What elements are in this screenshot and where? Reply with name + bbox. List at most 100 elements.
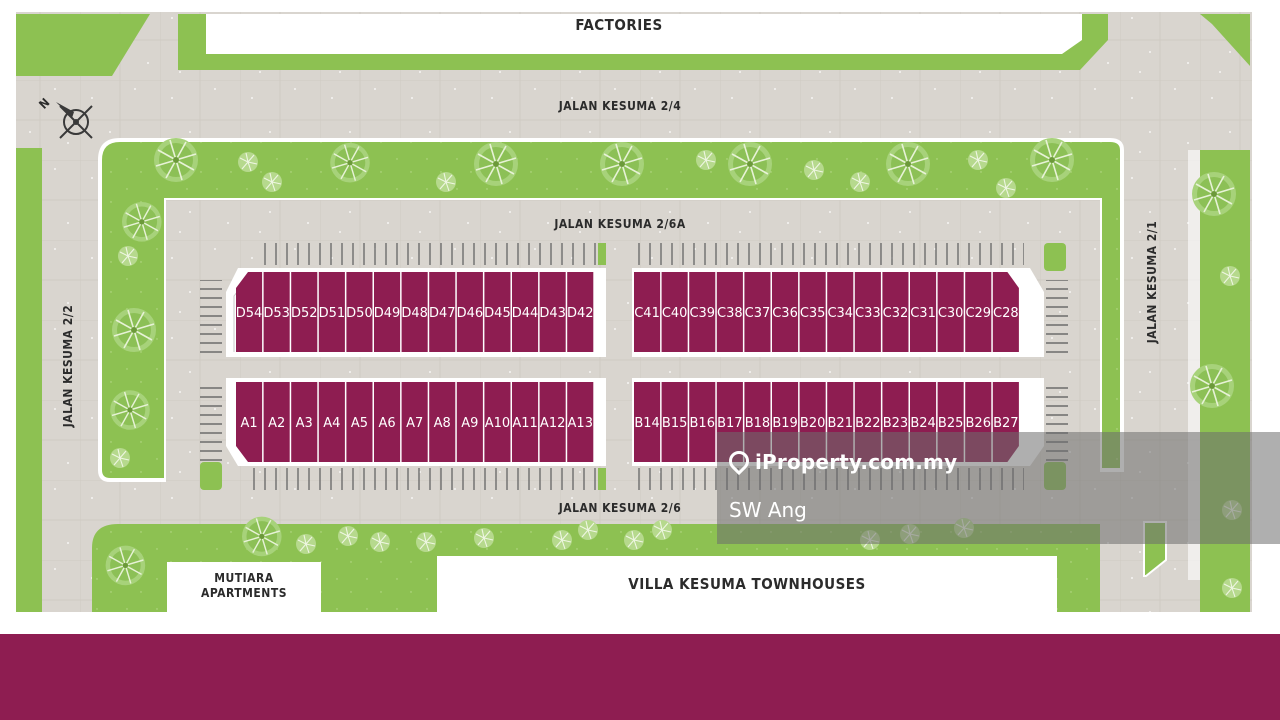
green-strip-top-right [1200,14,1250,66]
lot-label-D44: D44 [512,306,539,321]
villa-kesuma-block [437,556,1057,612]
lot-label-D53: D53 [263,306,290,321]
lot-label-C38: C38 [717,306,743,321]
lot-label-C33: C33 [855,306,881,321]
lot-label-D48: D48 [401,306,428,321]
lot-D52 [291,272,318,352]
lot-label-D42: D42 [567,306,594,321]
lot-A12 [539,382,566,462]
mutiara-label-line2: APARTMENTS [201,586,287,600]
road-label-right: JALAN KESUMA 2/1 [1145,221,1159,345]
lot-label-D49: D49 [374,306,401,321]
lot-label-D46: D46 [457,306,484,321]
lot-label-B26: B26 [966,416,991,431]
lot-A1 [236,382,263,462]
lot-D47 [429,272,456,352]
lot-label-B25: B25 [938,416,963,431]
lot-label-A8: A8 [434,416,451,431]
lot-A3 [291,382,318,462]
lot-label-D45: D45 [484,306,511,321]
lot-D42 [567,272,594,352]
lot-A6 [374,382,401,462]
lot-A7 [401,382,428,462]
watermark-agent: SW Ang [729,498,807,522]
lot-label-A7: A7 [406,416,423,431]
lot-D48 [401,272,428,352]
lot-label-A6: A6 [378,416,395,431]
lot-A13 [567,382,594,462]
road-label-left: JALAN KESUMA 2/2 [61,305,75,429]
lot-D50 [346,272,373,352]
green-left-outer [16,148,42,612]
lot-A5 [346,382,373,462]
green-u-shape [98,138,1124,482]
lot-label-A13: A13 [568,416,593,431]
mutiara-apartments-block [167,562,321,612]
lot-D44 [512,272,539,352]
compass-icon [56,102,93,139]
lot-C35 [799,272,826,352]
lot-C32 [882,272,909,352]
lot-C28 [992,272,1019,352]
lot-label-B19: B19 [772,416,797,431]
lot-C33 [854,272,881,352]
lot-label-A3: A3 [296,416,313,431]
lot-label-B20: B20 [800,416,825,431]
lot-B15 [661,382,688,462]
green-strip-top-left [16,14,150,76]
lot-label-B24: B24 [910,416,935,431]
villa-kesuma-label: VILLA KESUMA TOWNHOUSES [628,575,865,593]
lot-A8 [429,382,456,462]
lot-D43 [539,272,566,352]
lot-C38 [716,272,743,352]
factories-block [206,14,1082,54]
lot-label-B16: B16 [690,416,715,431]
lot-D51 [318,272,345,352]
lot-A2 [263,382,290,462]
lot-A10 [484,382,511,462]
lot-A9 [456,382,483,462]
location-pin-icon [724,446,754,476]
lot-C30 [937,272,964,352]
lot-C31 [910,272,937,352]
lot-C41 [634,272,661,352]
lot-label-D47: D47 [429,306,456,321]
lot-label-B22: B22 [855,416,880,431]
lot-label-D51: D51 [319,306,346,321]
road-label-bottom: JALAN KESUMA 2/6 [558,501,682,515]
lot-label-A12: A12 [540,416,565,431]
lot-C36 [772,272,799,352]
factories-label: FACTORIES [575,16,662,34]
lot-D54 [236,272,263,352]
lot-label-C40: C40 [662,306,688,321]
lot-D46 [456,272,483,352]
lot-label-B21: B21 [828,416,853,431]
lot-label-A9: A9 [461,416,478,431]
lot-label-D54: D54 [236,306,263,321]
lot-label-C30: C30 [938,306,964,321]
road-label-inner: JALAN KESUMA 2/6A [553,217,686,231]
lot-A4 [318,382,345,462]
lot-label-C41: C41 [634,306,660,321]
lot-label-A10: A10 [485,416,510,431]
watermark-brand-text: iProperty.com.my [755,450,958,474]
lot-label-B27: B27 [993,416,1018,431]
lot-D45 [484,272,511,352]
lot-label-C34: C34 [827,306,853,321]
watermark-brand: iProperty.com.my [724,446,958,476]
lot-label-A5: A5 [351,416,368,431]
lot-label-A11: A11 [512,416,537,431]
lot-label-B18: B18 [745,416,770,431]
lot-C40 [661,272,688,352]
lot-C34 [827,272,854,352]
lot-label-C31: C31 [910,306,936,321]
lot-label-B17: B17 [717,416,742,431]
lot-label-A2: A2 [268,416,285,431]
lot-label-C32: C32 [883,306,909,321]
lot-label-A4: A4 [323,416,340,431]
lot-C29 [965,272,992,352]
